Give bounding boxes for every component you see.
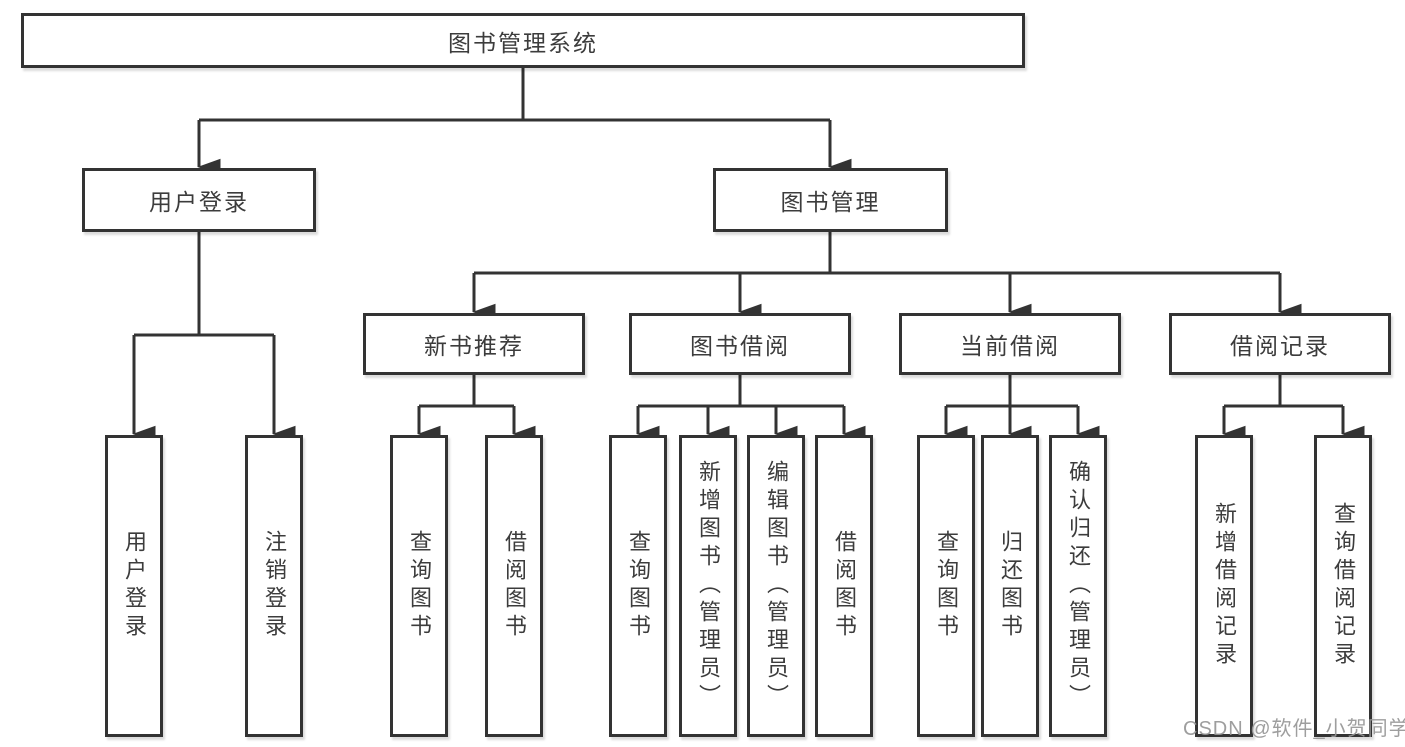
leaf-borrow-books-2: 借阅图书 [815, 435, 873, 737]
node-user-login: 用户登录 [82, 168, 316, 232]
node-current-borrowing: 当前借阅 [899, 313, 1121, 375]
leaf-label: 借阅图书 [832, 530, 857, 642]
leaf-confirm-return-admin: 确认归还（管理员） [1049, 435, 1107, 737]
csdn-watermark: CSDN @软件_小贺同学 [1183, 718, 1405, 740]
node-book-borrowing: 图书借阅 [629, 313, 851, 375]
leaf-search-books-1: 查询图书 [390, 435, 448, 737]
leaf-label: 归还图书 [998, 530, 1023, 642]
leaf-label: 查询图书 [407, 530, 432, 642]
leaf-add-books-admin: 新增图书（管理员） [679, 435, 737, 737]
node-borrowing-records: 借阅记录 [1169, 313, 1391, 375]
leaf-search-borrow-record: 查询借阅记录 [1314, 435, 1372, 737]
leaf-logout: 注销登录 [245, 435, 303, 737]
leaf-label: 注销登录 [262, 530, 287, 642]
connector-records-trunk [1224, 375, 1343, 408]
leaf-label: 新增图书（管理员） [696, 460, 721, 712]
leaf-borrow-books-1: 借阅图书 [485, 435, 543, 737]
leaf-label: 查询图书 [934, 530, 959, 642]
connector-borrow-trunk [638, 375, 844, 408]
leaf-label: 新增借阅记录 [1212, 502, 1237, 670]
leaf-label: 编辑图书（管理员） [764, 460, 789, 712]
node-label: 图书管理系统 [448, 29, 598, 56]
node-library-management-system: 图书管理系统 [21, 13, 1025, 68]
leaf-return-books: 归还图书 [981, 435, 1039, 737]
leaf-label: 查询图书 [626, 530, 651, 642]
leaf-search-books-3: 查询图书 [917, 435, 975, 737]
connector-current-trunk [946, 375, 1078, 408]
connector-userlogin-trunk [134, 232, 274, 337]
node-label: 图书管理 [780, 189, 881, 215]
leaf-label: 借阅图书 [502, 530, 527, 642]
connector-bookmgmt-trunk [474, 232, 1280, 275]
leaf-user-login: 用户登录 [105, 435, 163, 737]
leaf-edit-books-admin: 编辑图书（管理员） [747, 435, 805, 737]
leaf-label: 用户登录 [122, 530, 147, 642]
leaf-add-borrow-record: 新增借阅记录 [1195, 435, 1253, 737]
node-label: 当前借阅 [960, 333, 1060, 359]
leaf-label: 查询借阅记录 [1331, 502, 1356, 670]
node-label: 新书推荐 [424, 333, 524, 359]
node-label: 用户登录 [149, 189, 249, 215]
leaf-search-books-2: 查询图书 [609, 435, 667, 737]
node-new-book-recommendation: 新书推荐 [363, 313, 585, 375]
connector-newbook-trunk [419, 375, 514, 408]
node-label: 图书借阅 [690, 333, 790, 359]
node-label: 借阅记录 [1230, 333, 1330, 359]
node-book-management: 图书管理 [713, 168, 948, 232]
leaf-label: 确认归还（管理员） [1066, 460, 1091, 712]
connector-root-trunk [199, 68, 830, 122]
